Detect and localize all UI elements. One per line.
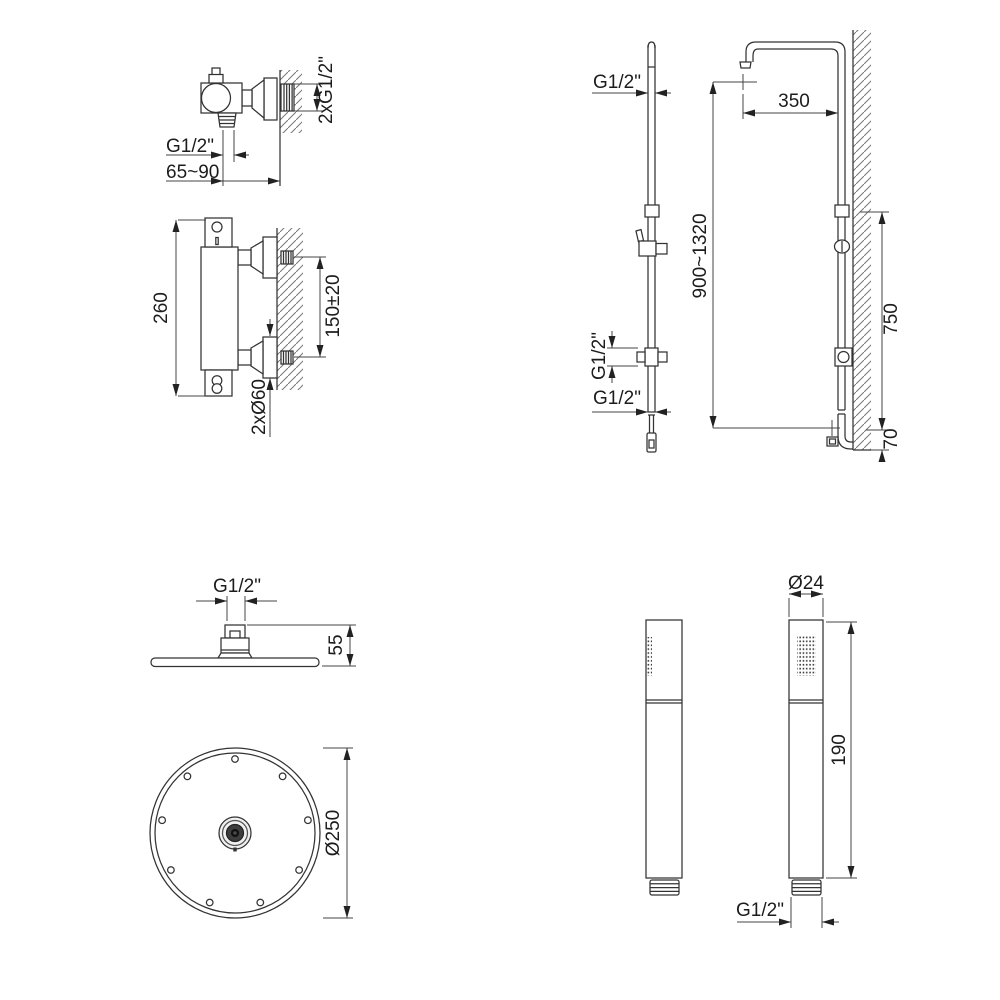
overhead-shower-top-view: Ø250	[149, 747, 353, 919]
slider-clamp	[655, 242, 668, 255]
bracket-tab-right	[657, 351, 668, 363]
rail-joint-collar	[644, 204, 660, 218]
nozzle	[183, 772, 192, 781]
head-collar	[220, 637, 250, 654]
hand-shower-thread-label: G1/2"	[736, 900, 784, 921]
mixer-front-labels: 260 150±20 2xØ60	[151, 274, 344, 435]
hand-shower-dimensions	[737, 590, 857, 928]
rain-head-side	[150, 624, 320, 668]
wall-connections-label: 2xG1/2"	[316, 56, 337, 124]
elbow-inner	[844, 435, 853, 443]
wall-section-c	[852, 30, 871, 451]
rail-top-thread-label: G1/2"	[593, 72, 641, 93]
head-connector-thread	[229, 630, 241, 639]
escutcheon-bottom	[262, 336, 278, 379]
hand-shower-views: Ø24 190 G1/2"	[645, 573, 857, 928]
rail-top-cap	[647, 41, 656, 49]
mixer-side-view: G1/2" 65~90 2xG1/2"	[166, 56, 337, 186]
hand-shower-side	[645, 619, 683, 896]
head-thread-label: G1/2"	[213, 576, 261, 597]
center-hub-dot	[233, 831, 237, 835]
escutcheon-top	[262, 236, 278, 279]
nozzle	[295, 866, 304, 874]
slider-holder	[638, 240, 657, 257]
body-height-label: 260	[151, 292, 172, 324]
shower-column-view: G1/2" G1/2" G1/2" 900~1320 350 750 70	[589, 30, 902, 462]
valve-body-front	[200, 246, 239, 371]
shower-column-pipe	[739, 41, 853, 450]
rail-height-label: 900~1320	[690, 213, 711, 298]
head-collar-flare	[216, 652, 254, 659]
screw-hole-bottom-2	[211, 383, 223, 394]
hand-shower-length-label: 190	[829, 734, 850, 766]
connector-neck	[241, 89, 253, 107]
mixer-front-view: 260 150±20 2xØ60	[151, 217, 344, 437]
shower-column-labels: G1/2" G1/2" G1/2" 900~1320 350 750 70	[589, 72, 902, 450]
rail-bottom-bracket	[644, 347, 659, 367]
nozzle	[166, 866, 175, 874]
hub-tab	[233, 847, 237, 852]
hand-shower-front	[788, 619, 824, 896]
mixer-front-dimensions	[172, 219, 326, 437]
rain-head-top-dimensions	[323, 747, 353, 919]
slide-rail	[635, 41, 668, 453]
connector-neck-top	[237, 249, 252, 266]
bottom-clearance-label: 70	[881, 428, 902, 449]
wall-distance-label: 65~90	[166, 162, 219, 183]
shower-arm-outer	[745, 41, 846, 205]
nozzle	[205, 898, 214, 907]
hand-shower-diameter-label: Ø24	[788, 573, 824, 594]
nozzle	[158, 816, 167, 825]
connector-neck-bottom	[237, 349, 252, 366]
plate-slot	[215, 236, 219, 246]
rain-head-side-labels: G1/2" 55	[213, 576, 347, 656]
wall-hatch	[853, 30, 871, 450]
overhead-shower-side-view: G1/2" 55	[150, 576, 356, 668]
hand-shower-labels: Ø24 190 G1/2"	[736, 573, 850, 921]
outlet-thread-label: G1/2"	[166, 136, 214, 157]
bracket-screw	[837, 350, 850, 364]
mixer-side-labels: G1/2" 65~90 2xG1/2"	[166, 56, 337, 183]
spray-face	[797, 636, 816, 676]
screw-hole-top	[211, 221, 223, 233]
escutcheon-label: 2xØ60	[249, 379, 270, 435]
connector-cone-bottom	[250, 339, 264, 376]
spray-edge	[647, 637, 652, 676]
control-knob	[200, 82, 232, 114]
column-collar	[834, 204, 850, 218]
connection-spacing-label: 150±20	[323, 274, 344, 337]
rain-head-side-dimensions	[196, 596, 356, 667]
head-inner-rim	[154, 752, 316, 914]
rain-head-top	[149, 747, 321, 919]
mixer-front-body	[200, 217, 294, 397]
head-diameter-label: Ø250	[323, 810, 344, 856]
nozzle	[303, 816, 312, 825]
connector-cone	[251, 78, 265, 120]
shower-arm-inner	[752, 48, 839, 205]
center-hub-ring	[221, 819, 249, 847]
nozzle	[231, 755, 239, 763]
mixer-side-body	[200, 67, 295, 128]
nozzle	[278, 772, 287, 781]
connector-cone-top	[250, 239, 264, 276]
arm-projection-label: 350	[778, 91, 810, 112]
mixer-side-dimensions	[166, 83, 323, 186]
rain-head-top-labels: Ø250	[323, 810, 344, 856]
arm-outlet-nozzle	[739, 61, 752, 69]
knob-stem	[208, 73, 224, 84]
rain-head-disc	[150, 657, 320, 668]
slider-lever	[635, 228, 645, 243]
slider-thread-label: G1/2"	[589, 332, 610, 380]
hose-thread-label: G1/2"	[593, 388, 641, 409]
shower-column-dimensions	[592, 74, 889, 462]
hose-connector-detail	[648, 439, 655, 449]
elbow-fitting-detail	[828, 438, 837, 445]
nozzle	[256, 898, 265, 907]
head-height-label: 55	[326, 634, 347, 655]
head-outer-rim	[149, 747, 321, 919]
column-height-label: 750	[881, 303, 902, 335]
wall-flange	[263, 77, 278, 121]
bracket-tab-left	[636, 351, 646, 363]
